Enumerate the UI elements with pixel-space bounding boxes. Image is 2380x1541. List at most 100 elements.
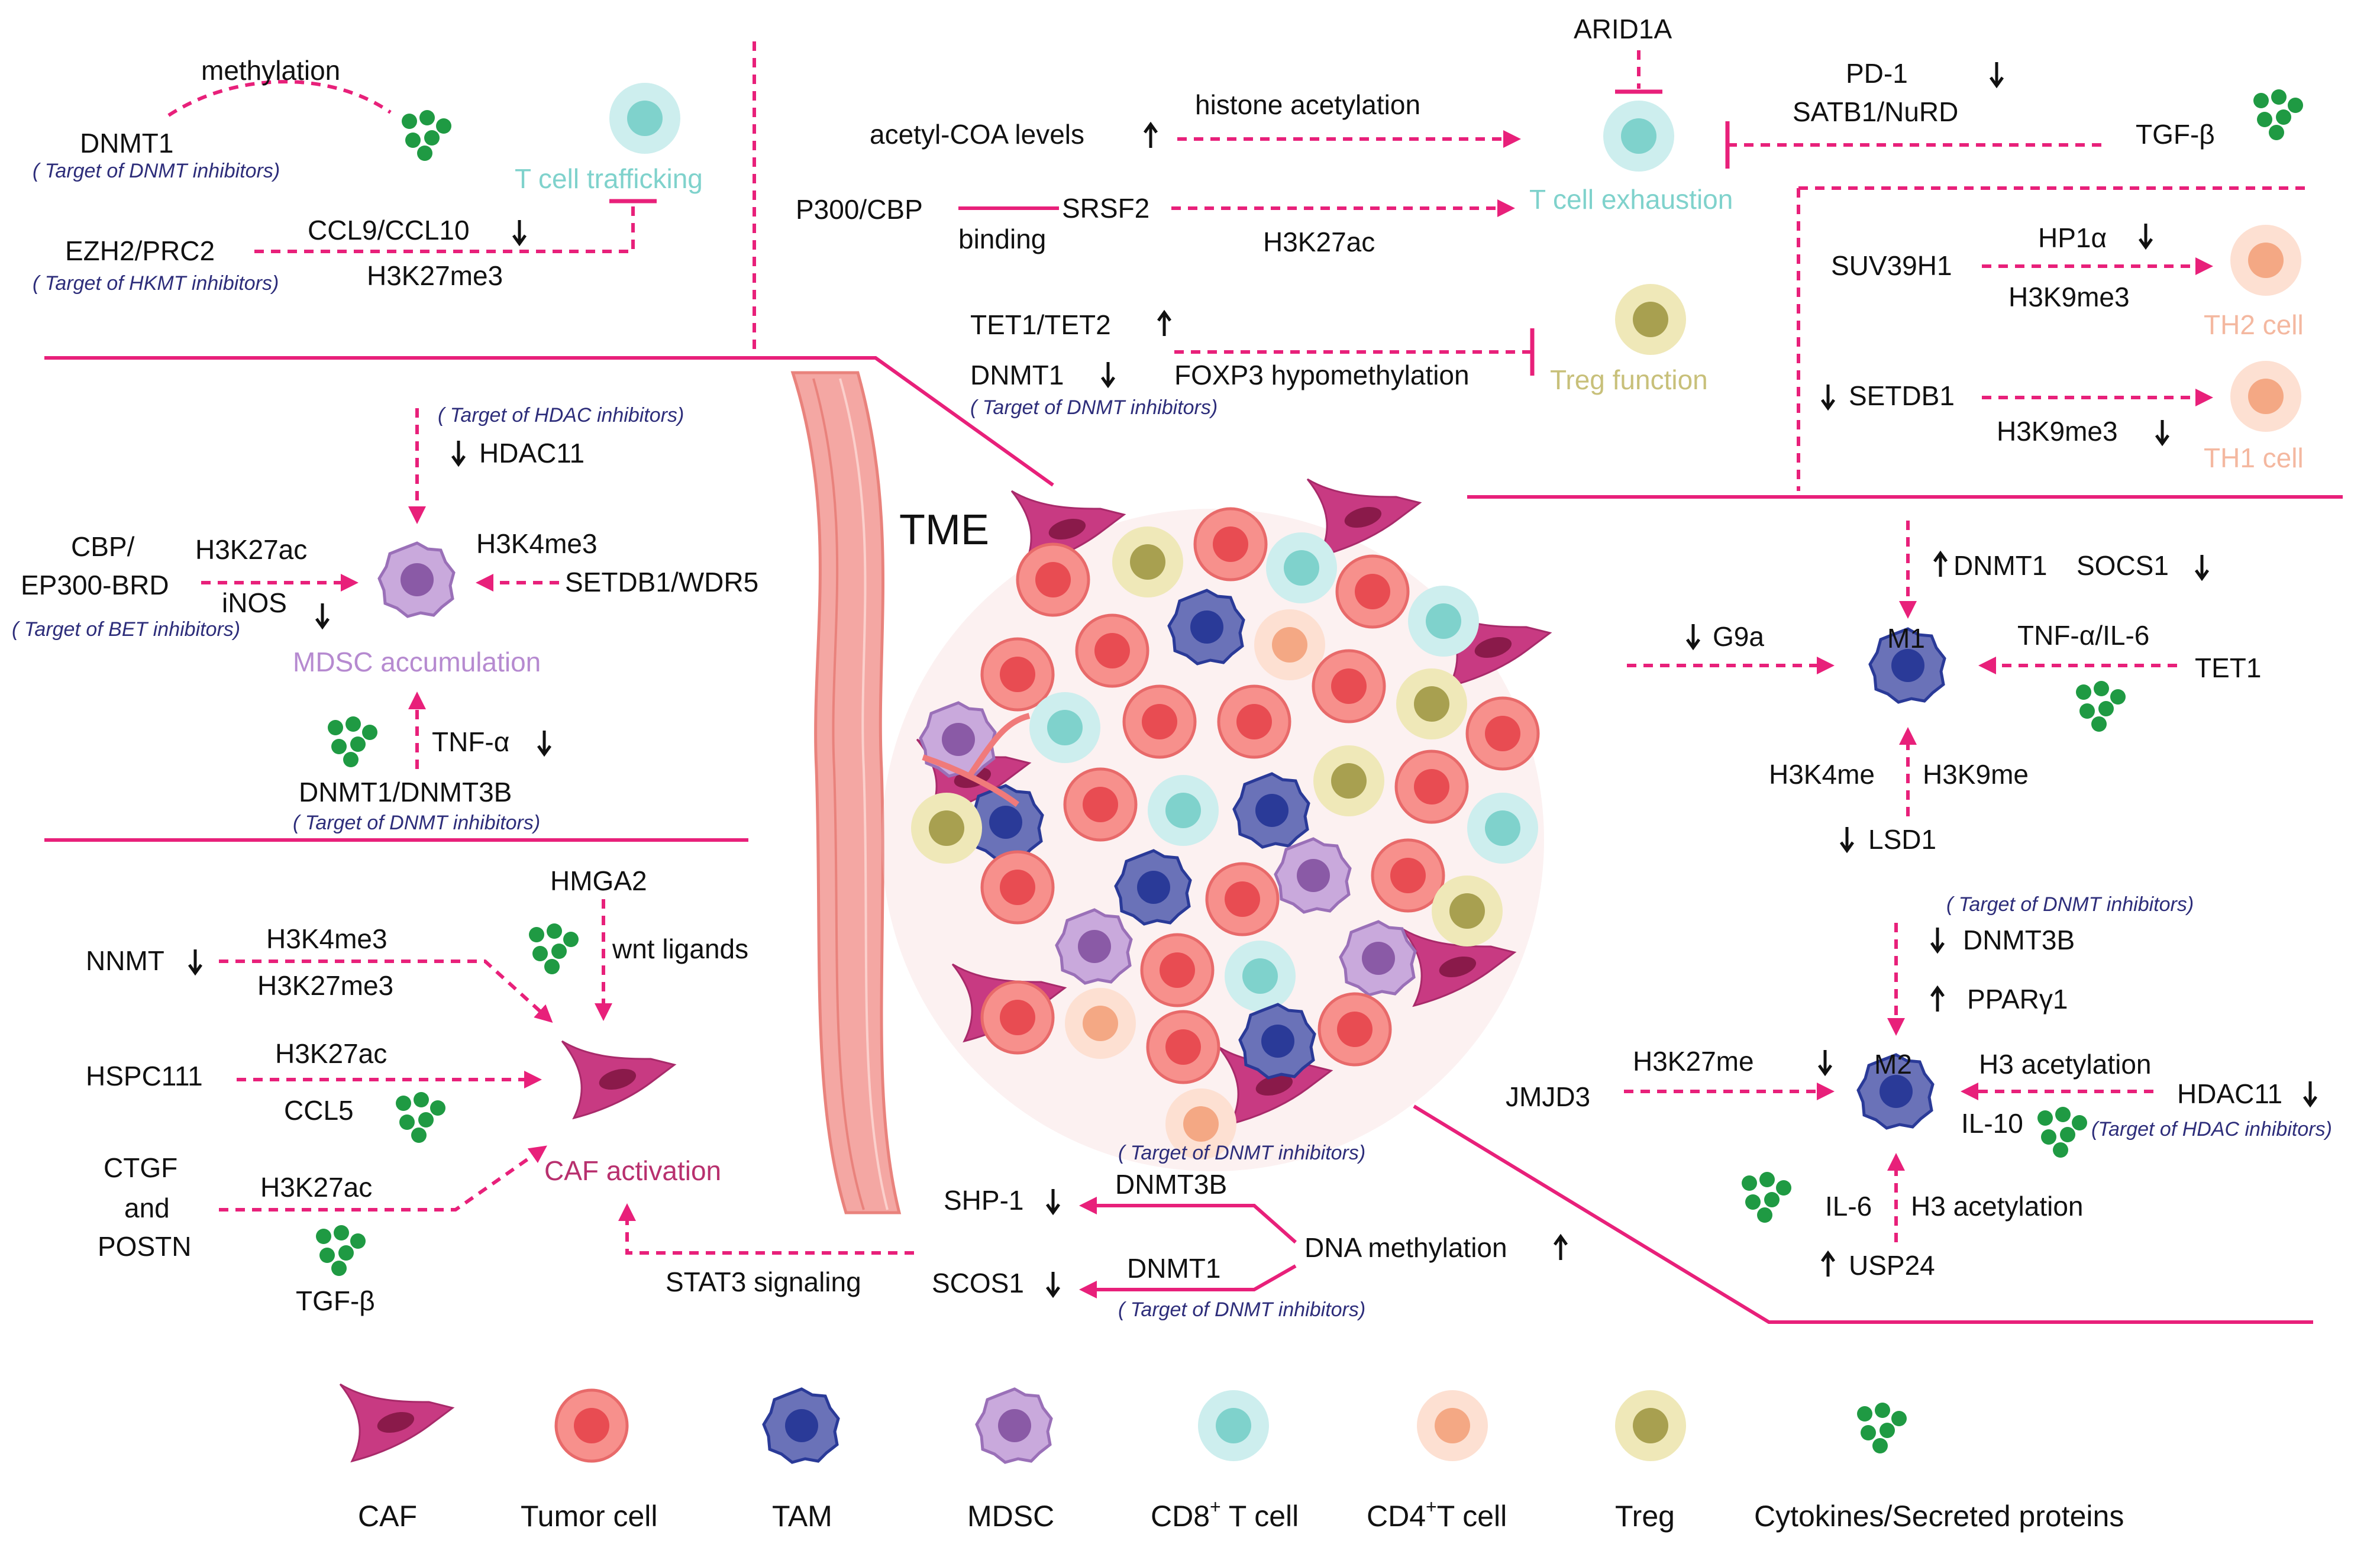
h3k27me3-caf-label: H3K27me3 — [257, 970, 393, 1001]
ccl-label: CCL9/CCL10 — [308, 215, 470, 245]
cytokine-dots-icon — [2076, 681, 2126, 732]
tgfb-label: TGF-β — [2136, 119, 2215, 150]
tnf-il6-label: TNF-α/IL-6 — [2017, 620, 2149, 651]
treg-icon — [1615, 284, 1686, 355]
legend-cytokine-label: Cytokines/Secreted proteins — [1754, 1500, 2124, 1533]
dnmt1-caf-label: DNMT1 — [1127, 1253, 1220, 1284]
legend: CAF Tumor cell TAM MDSC CD8+ T cell CD4+… — [339, 1383, 2124, 1533]
h3k27ac-mdsc-label: H3K27ac — [195, 534, 307, 565]
mdsc-icon — [379, 543, 454, 616]
down-arrow-icon — [514, 220, 525, 244]
lsd1-label: LSD1 — [1868, 824, 1936, 855]
th1-label: TH1 cell — [2204, 442, 2304, 473]
down-arrow-icon — [2304, 1081, 2316, 1105]
hmga2-label: HMGA2 — [550, 865, 647, 896]
cytokine-dots-icon — [402, 110, 451, 161]
dnmt-inhibitor-note: ( Target of DNMT inhibitors) — [1118, 1142, 1365, 1164]
tcell-trafficking-label: T cell trafficking — [515, 163, 703, 194]
cbp-label: CBP/ — [71, 531, 135, 562]
h3-acetylation2-label: H3 acetylation — [1911, 1191, 2084, 1222]
cd4-tcell-icon — [2230, 361, 2301, 432]
down-arrow-icon — [317, 603, 328, 627]
dnmt1-m1-label: DNMT1 — [1953, 550, 2047, 581]
hdac-inhibitor-note: (Target of HDAC inhibitors) — [2091, 1118, 2332, 1141]
up-arrow-icon — [1932, 988, 1943, 1012]
down-arrow-icon — [2196, 555, 2208, 579]
dnmt-inhibitor-note: ( Target of DNMT inhibitors) — [970, 396, 1218, 419]
ccl5-label: CCL5 — [284, 1095, 354, 1126]
legend-cytokine-icon — [1857, 1403, 1907, 1453]
histone-acetylation-label: histone acetylation — [1195, 89, 1420, 120]
h3-acetylation-label: H3 acetylation — [1979, 1049, 2152, 1080]
suv39h1-label: SUV39H1 — [1831, 250, 1952, 281]
p300-label: P300/CBP — [796, 194, 923, 225]
legend-mdsc-label: MDSC — [967, 1500, 1054, 1533]
ctgf-label: CTGF — [104, 1152, 177, 1183]
th2-label: TH2 cell — [2204, 309, 2304, 340]
inos-label: iNOS — [222, 587, 287, 618]
down-arrow-icon — [1932, 928, 1943, 951]
dnmt-mdsc-label: DNMT1/DNMT3B — [299, 777, 512, 807]
h3k9me3-th2-label: H3K9me3 — [2008, 282, 2130, 312]
setdb1-wdr5-label: SETDB1/WDR5 — [565, 567, 758, 597]
mdsc-accumulation-label: MDSC accumulation — [293, 647, 541, 677]
cytokine-dots-icon — [1742, 1172, 1791, 1223]
down-arrow-icon — [2140, 224, 2152, 247]
dnmt3b-caf-label: DNMT3B — [1115, 1169, 1227, 1200]
cytokine-dots-icon — [529, 923, 579, 974]
bet-inhibitor-note: ( Target of BET inhibitors) — [12, 618, 240, 641]
tumor-mass — [881, 478, 1551, 1171]
postn-label: POSTN — [98, 1231, 191, 1262]
pd1-label: PD-1 — [1846, 58, 1908, 89]
acetyl-coa-label: acetyl-COA levels — [870, 119, 1084, 150]
up-arrow-icon — [1145, 124, 1157, 148]
cytokine-dots-icon — [328, 716, 377, 767]
ep300-label: EP300-BRD — [21, 570, 169, 600]
legend-tumor-label: Tumor cell — [521, 1500, 658, 1533]
cd8-tcell-icon — [1603, 101, 1674, 172]
hp1a-label: HP1α — [2038, 222, 2107, 253]
h3k27ac-caf-label: H3K27ac — [275, 1038, 387, 1069]
srsf2-label: SRSF2 — [1062, 193, 1149, 224]
dnmt3b-m2-label: DNMT3B — [1963, 925, 2075, 955]
setdb1-label: SETDB1 — [1849, 380, 1955, 411]
usp24-label: USP24 — [1849, 1250, 1935, 1281]
down-arrow-icon — [1841, 827, 1853, 851]
m2-label: M2 — [1874, 1049, 1912, 1080]
cd8-tcell-icon — [609, 83, 680, 154]
down-arrow-icon — [1687, 624, 1699, 648]
down-arrow-icon — [453, 441, 464, 464]
hkmt-inhibitor-note: ( Target of HKMT inhibitors) — [33, 272, 279, 295]
down-arrow-icon — [1819, 1050, 1831, 1074]
dnmt1-label: DNMT1 — [80, 128, 173, 159]
legend-treg-label: Treg — [1615, 1500, 1675, 1533]
ppar-label: PPARγ1 — [1967, 984, 2068, 1015]
foxp3-label: FOXP3 hypomethylation — [1174, 360, 1470, 390]
shp1-label: SHP-1 — [944, 1185, 1023, 1216]
legend-tumor-icon — [556, 1390, 627, 1461]
il6-label: IL-6 — [1825, 1191, 1872, 1222]
tcell-section: methylation DNMT1 ( Target of DNMT inhib… — [33, 14, 2304, 473]
up-arrow-icon — [1935, 553, 1946, 577]
tnf-mdsc-label: TNF-α — [432, 726, 509, 757]
down-arrow-icon — [1102, 362, 1114, 386]
legend-caf-icon — [339, 1383, 454, 1462]
caf-activation-label: CAF activation — [544, 1155, 721, 1186]
cytokine-dots-icon — [2253, 89, 2303, 140]
m1-label: M1 — [1887, 623, 1925, 654]
h3k4me3-mdsc-label: H3K4me3 — [476, 528, 598, 559]
h3k27ac-caf2-label: H3K27ac — [260, 1172, 372, 1203]
caf-section: HMGA2 wnt ligands NNMT H3K4me3 H3K27me3 … — [86, 865, 1567, 1321]
mdsc-section: ( Target of HDAC inhibitors) HDAC11 MDSC… — [12, 404, 758, 834]
legend-treg-icon — [1615, 1390, 1686, 1461]
up-arrow-icon — [1822, 1253, 1834, 1277]
tet-label: TET1/TET2 — [970, 309, 1111, 340]
g9a-label: G9a — [1713, 621, 1764, 652]
and-label: and — [124, 1193, 170, 1223]
tme-label: TME — [899, 506, 989, 554]
h3k27ac-label: H3K27ac — [1263, 227, 1375, 257]
dnmt-inhibitor-note: ( Target of DNMT inhibitors) — [1118, 1298, 1365, 1321]
binding-label: binding — [958, 224, 1046, 254]
up-arrow-icon — [1555, 1236, 1567, 1260]
